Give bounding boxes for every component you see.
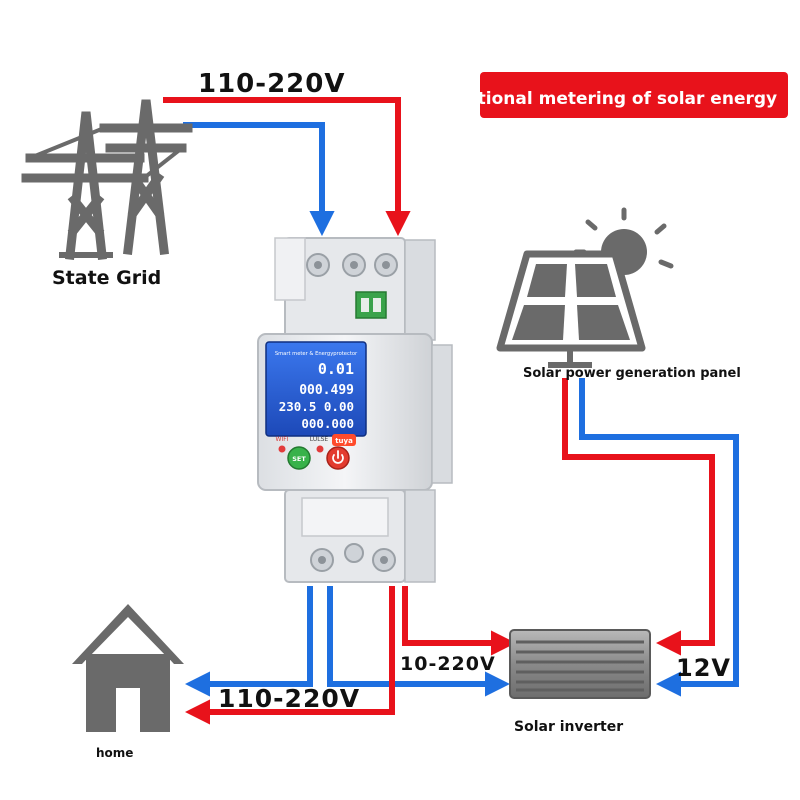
inverter-ac-live-wire <box>402 586 517 656</box>
home-live-wire <box>184 586 395 725</box>
wires <box>163 97 739 725</box>
led-wifi <box>278 445 286 453</box>
led-pulse <box>316 445 324 453</box>
power-pylon-icon <box>21 99 193 260</box>
solar-inverter-icon <box>509 629 651 699</box>
power-button[interactable] <box>326 446 350 470</box>
lcd-row-4: 000.000 <box>301 416 354 431</box>
set-button-label: SET <box>292 455 306 463</box>
inverter-ac-label: 10-220V <box>400 653 496 675</box>
panel-negative-wire <box>579 378 739 697</box>
grid-voltage-label: 110-220V <box>198 69 345 99</box>
state-grid-label: State Grid <box>52 267 161 289</box>
home-neutral-wire <box>184 586 313 697</box>
solar-inverter-label: Solar inverter <box>514 719 623 735</box>
set-button[interactable]: SET <box>287 446 311 470</box>
inverter-dc-label: 12V <box>676 654 731 682</box>
tuya-label: tuya <box>335 437 353 445</box>
home-voltage-label: 110-220V <box>218 684 360 713</box>
banner-text: Bidirectional metering of solar energy <box>411 89 777 109</box>
inverter-ac-neutral-wire <box>327 586 511 697</box>
grid-live-wire <box>163 97 411 237</box>
led-pulse-label: LULSE <box>310 436 329 443</box>
home-icon <box>72 604 184 732</box>
meter-green-connector <box>355 291 387 319</box>
banner-background <box>480 72 788 118</box>
lcd-row-3: 230.5 0.00 <box>279 399 354 414</box>
power-icon <box>332 450 344 464</box>
solar-panel-icon <box>496 207 674 368</box>
smart-meter: Smart meter & Energyprotector 0.01 000.4… <box>257 237 453 583</box>
lcd-row-2: 000.499 <box>299 383 354 398</box>
solar-panel-label: Solar power generation panel <box>523 366 741 381</box>
grid-neutral-wire <box>183 122 335 237</box>
lcd-row-1: 0.01 <box>318 360 354 378</box>
panel-positive-wire <box>562 378 715 656</box>
led-wifi-label: WIFI <box>276 436 289 443</box>
tuya-badge <box>332 434 356 446</box>
meter-lcd-screen <box>265 341 367 437</box>
meter-title: Smart meter & Energyprotector <box>275 351 358 357</box>
home-label: home <box>96 746 133 760</box>
